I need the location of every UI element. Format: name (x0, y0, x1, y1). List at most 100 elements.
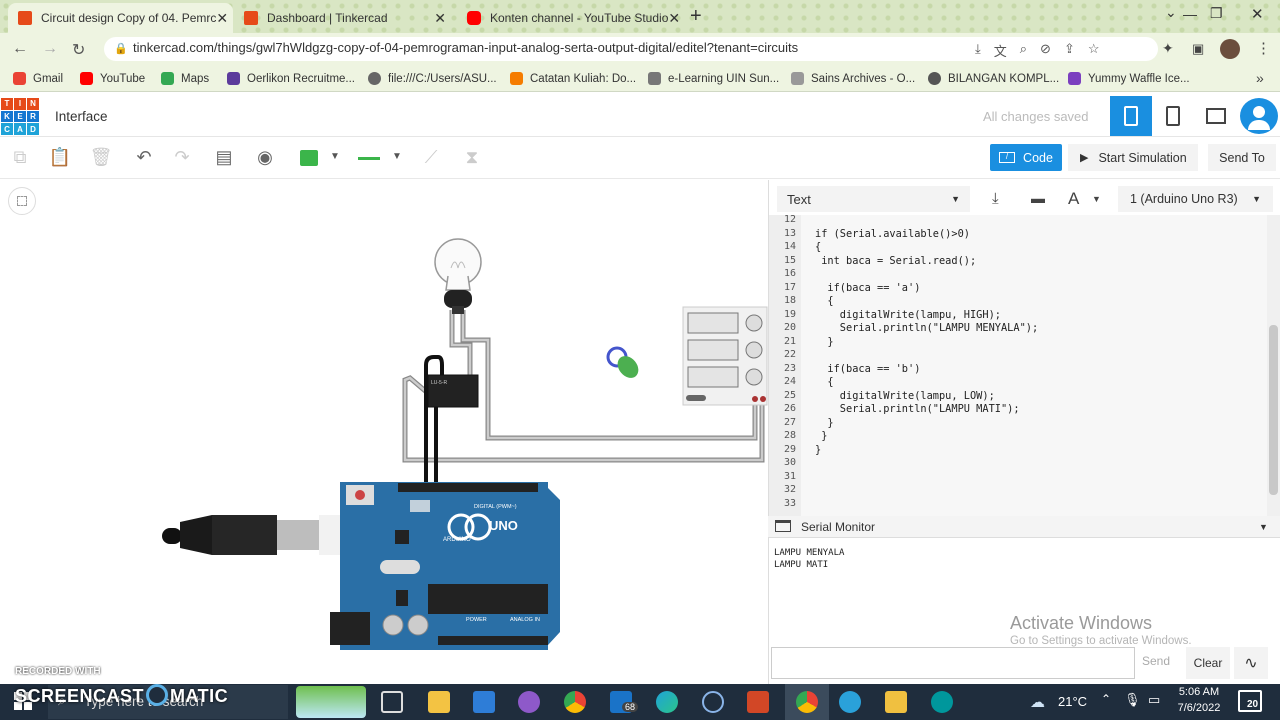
redo-icon[interactable]: ↷ (174, 147, 190, 167)
download-icon[interactable]: ⤓ (992, 190, 999, 207)
start-simulation-button[interactable]: ▶ Start Simulation (1068, 144, 1198, 171)
tab-search-icon[interactable]: ⌄ (1165, 4, 1177, 20)
bookmark-waffle[interactable]: Yummy Waffle Ice... (1068, 72, 1190, 85)
chrome-icon[interactable] (564, 691, 586, 713)
forward-icon[interactable]: → (42, 40, 58, 57)
zoom-icon[interactable]: ⌕ (1019, 41, 1028, 56)
user-avatar[interactable] (1240, 98, 1278, 134)
powerpoint-icon[interactable] (747, 691, 769, 713)
menu-dots-icon[interactable]: ⋮ (1256, 40, 1271, 57)
relay[interactable] (427, 374, 479, 408)
flip-icon[interactable]: ⧗ (465, 147, 479, 167)
wire-style-icon[interactable] (358, 157, 380, 160)
temperature[interactable]: 21°C (1058, 694, 1088, 709)
windows-start-icon[interactable] (14, 692, 32, 710)
graph-icon[interactable]: ∿ (1234, 647, 1268, 679)
arduino-ide-icon[interactable] (931, 691, 953, 713)
design-title[interactable]: Interface (55, 109, 108, 124)
undo-icon[interactable]: ↶ (136, 147, 152, 167)
close-tab-icon[interactable]: ✕ (668, 9, 681, 26)
install-icon[interactable]: ⤓ (975, 41, 981, 56)
libraries-icon[interactable]: ▬ (1031, 190, 1045, 206)
lock-icon[interactable]: 🔒 (114, 43, 128, 55)
fit-view-button[interactable] (8, 187, 36, 215)
bookmark-bilangan[interactable]: BILANGAN KOMPL... (928, 72, 1059, 85)
notes-visibility-icon[interactable]: ◉ (257, 147, 273, 167)
profile-avatar[interactable] (1220, 39, 1240, 59)
serial-monitor-header[interactable] (768, 516, 1280, 538)
back-icon[interactable]: ← (12, 40, 28, 57)
arduino-board[interactable] (340, 482, 560, 650)
send-to-button[interactable]: Send To (1208, 144, 1276, 171)
task-view-icon[interactable] (381, 691, 403, 713)
tab-dashboard[interactable]: Dashboard | Tinkercad ✕ (234, 3, 456, 33)
usb-cable[interactable] (162, 528, 182, 544)
clock-date[interactable]: 7/6/2022 (1177, 702, 1221, 714)
schematic-view-icon[interactable] (1166, 106, 1180, 126)
active-chrome-task[interactable] (785, 684, 829, 720)
bookmark-catatan[interactable]: Catatan Kuliah: Do... (510, 72, 636, 85)
clear-button[interactable]: Clear (1186, 647, 1230, 679)
bookmark-elearning[interactable]: e-Learning UIN Sun... (648, 72, 779, 85)
chevron-down-icon[interactable]: ▼ (330, 151, 340, 162)
bookmark-oerlikon[interactable]: Oerlikon Recruitme... (227, 72, 355, 85)
notes-icon[interactable]: ▤ (215, 147, 233, 167)
media-icon[interactable] (702, 691, 724, 713)
sidepanel-icon[interactable]: ▣ (1192, 41, 1205, 56)
edge-icon[interactable] (656, 691, 678, 713)
clock-time[interactable]: 5:06 AM (1178, 686, 1220, 698)
serial-input[interactable] (771, 647, 1135, 679)
copy-icon[interactable]: ⧉ (13, 147, 27, 167)
url-field[interactable] (104, 37, 1158, 61)
code-editor[interactable] (769, 215, 1267, 516)
file-explorer-icon[interactable] (428, 691, 450, 713)
translate-icon[interactable]: 文 (993, 44, 1007, 59)
maximize-icon[interactable]: ❐ (1210, 5, 1223, 21)
chevron-down-icon[interactable]: ▼ (1092, 194, 1101, 204)
font-size-icon[interactable]: A (1068, 189, 1080, 208)
reload-icon[interactable]: ↻ (72, 42, 86, 59)
rotate-icon[interactable]: ⟋ (424, 147, 438, 167)
close-tab-icon[interactable]: ✕ (434, 9, 446, 26)
widget-birds-icon[interactable] (296, 686, 366, 718)
bookmark-gmail[interactable]: Gmail (13, 72, 63, 85)
paste-icon[interactable]: 📋 (48, 147, 72, 167)
bookmark-star-icon[interactable]: ☆ (1087, 41, 1100, 56)
store-icon[interactable] (473, 691, 495, 713)
new-tab-button[interactable]: + (690, 5, 702, 27)
tab-youtube-studio[interactable]: Konten channel - YouTube Studio ✕ (457, 3, 682, 33)
code-scrollbar[interactable] (1267, 215, 1280, 516)
wire-color-swatch[interactable] (300, 150, 318, 166)
weather-icon[interactable]: ☁ (1030, 694, 1045, 711)
share-icon[interactable]: ⇪ (1063, 41, 1075, 56)
eye-off-icon[interactable]: ⊘ (1040, 41, 1051, 56)
microphone-icon[interactable]: 🎙 (1124, 692, 1141, 707)
send-button[interactable]: Send (1142, 654, 1171, 668)
close-tab-icon[interactable]: ✕ (216, 9, 229, 26)
bookmark-youtube[interactable]: YouTube (80, 72, 145, 85)
telegram-icon[interactable] (839, 691, 861, 713)
network-icon[interactable]: ▭ (1148, 692, 1161, 707)
chevron-down-icon[interactable]: ▼ (1259, 522, 1268, 532)
notification-icon[interactable] (1238, 690, 1262, 712)
notes-app-icon[interactable] (885, 691, 907, 713)
minimize-icon[interactable]: — (1183, 6, 1197, 22)
component-list-icon[interactable] (1206, 108, 1226, 124)
more-bookmarks-icon[interactable]: » (1256, 70, 1264, 86)
tray-chevron-icon[interactable]: ⌃ (1101, 692, 1112, 706)
tab-circuit-design[interactable]: Circuit design Copy of 04. Pemrc ✕ (8, 3, 233, 33)
taskbar-search[interactable] (48, 685, 288, 719)
device-select[interactable]: 1 (Arduino Uno R3) ▼ (1118, 186, 1273, 212)
bookmark-maps[interactable]: Maps (161, 72, 209, 85)
app-icon[interactable] (518, 691, 540, 713)
circuit-view-button[interactable] (1110, 96, 1152, 136)
delete-icon[interactable]: 🗑 (89, 147, 113, 167)
code-button[interactable]: / Code (990, 144, 1062, 171)
close-window-icon[interactable]: ✕ (1251, 6, 1264, 23)
bookmark-file[interactable]: file:///C:/Users/ASU... (368, 72, 497, 85)
extensions-icon[interactable]: ✦ (1162, 40, 1174, 56)
bookmark-sains[interactable]: Sains Archives - O... (791, 72, 915, 85)
chevron-down-icon[interactable]: ▼ (392, 151, 402, 162)
code-mode-select[interactable]: Text ▼ (777, 186, 970, 212)
